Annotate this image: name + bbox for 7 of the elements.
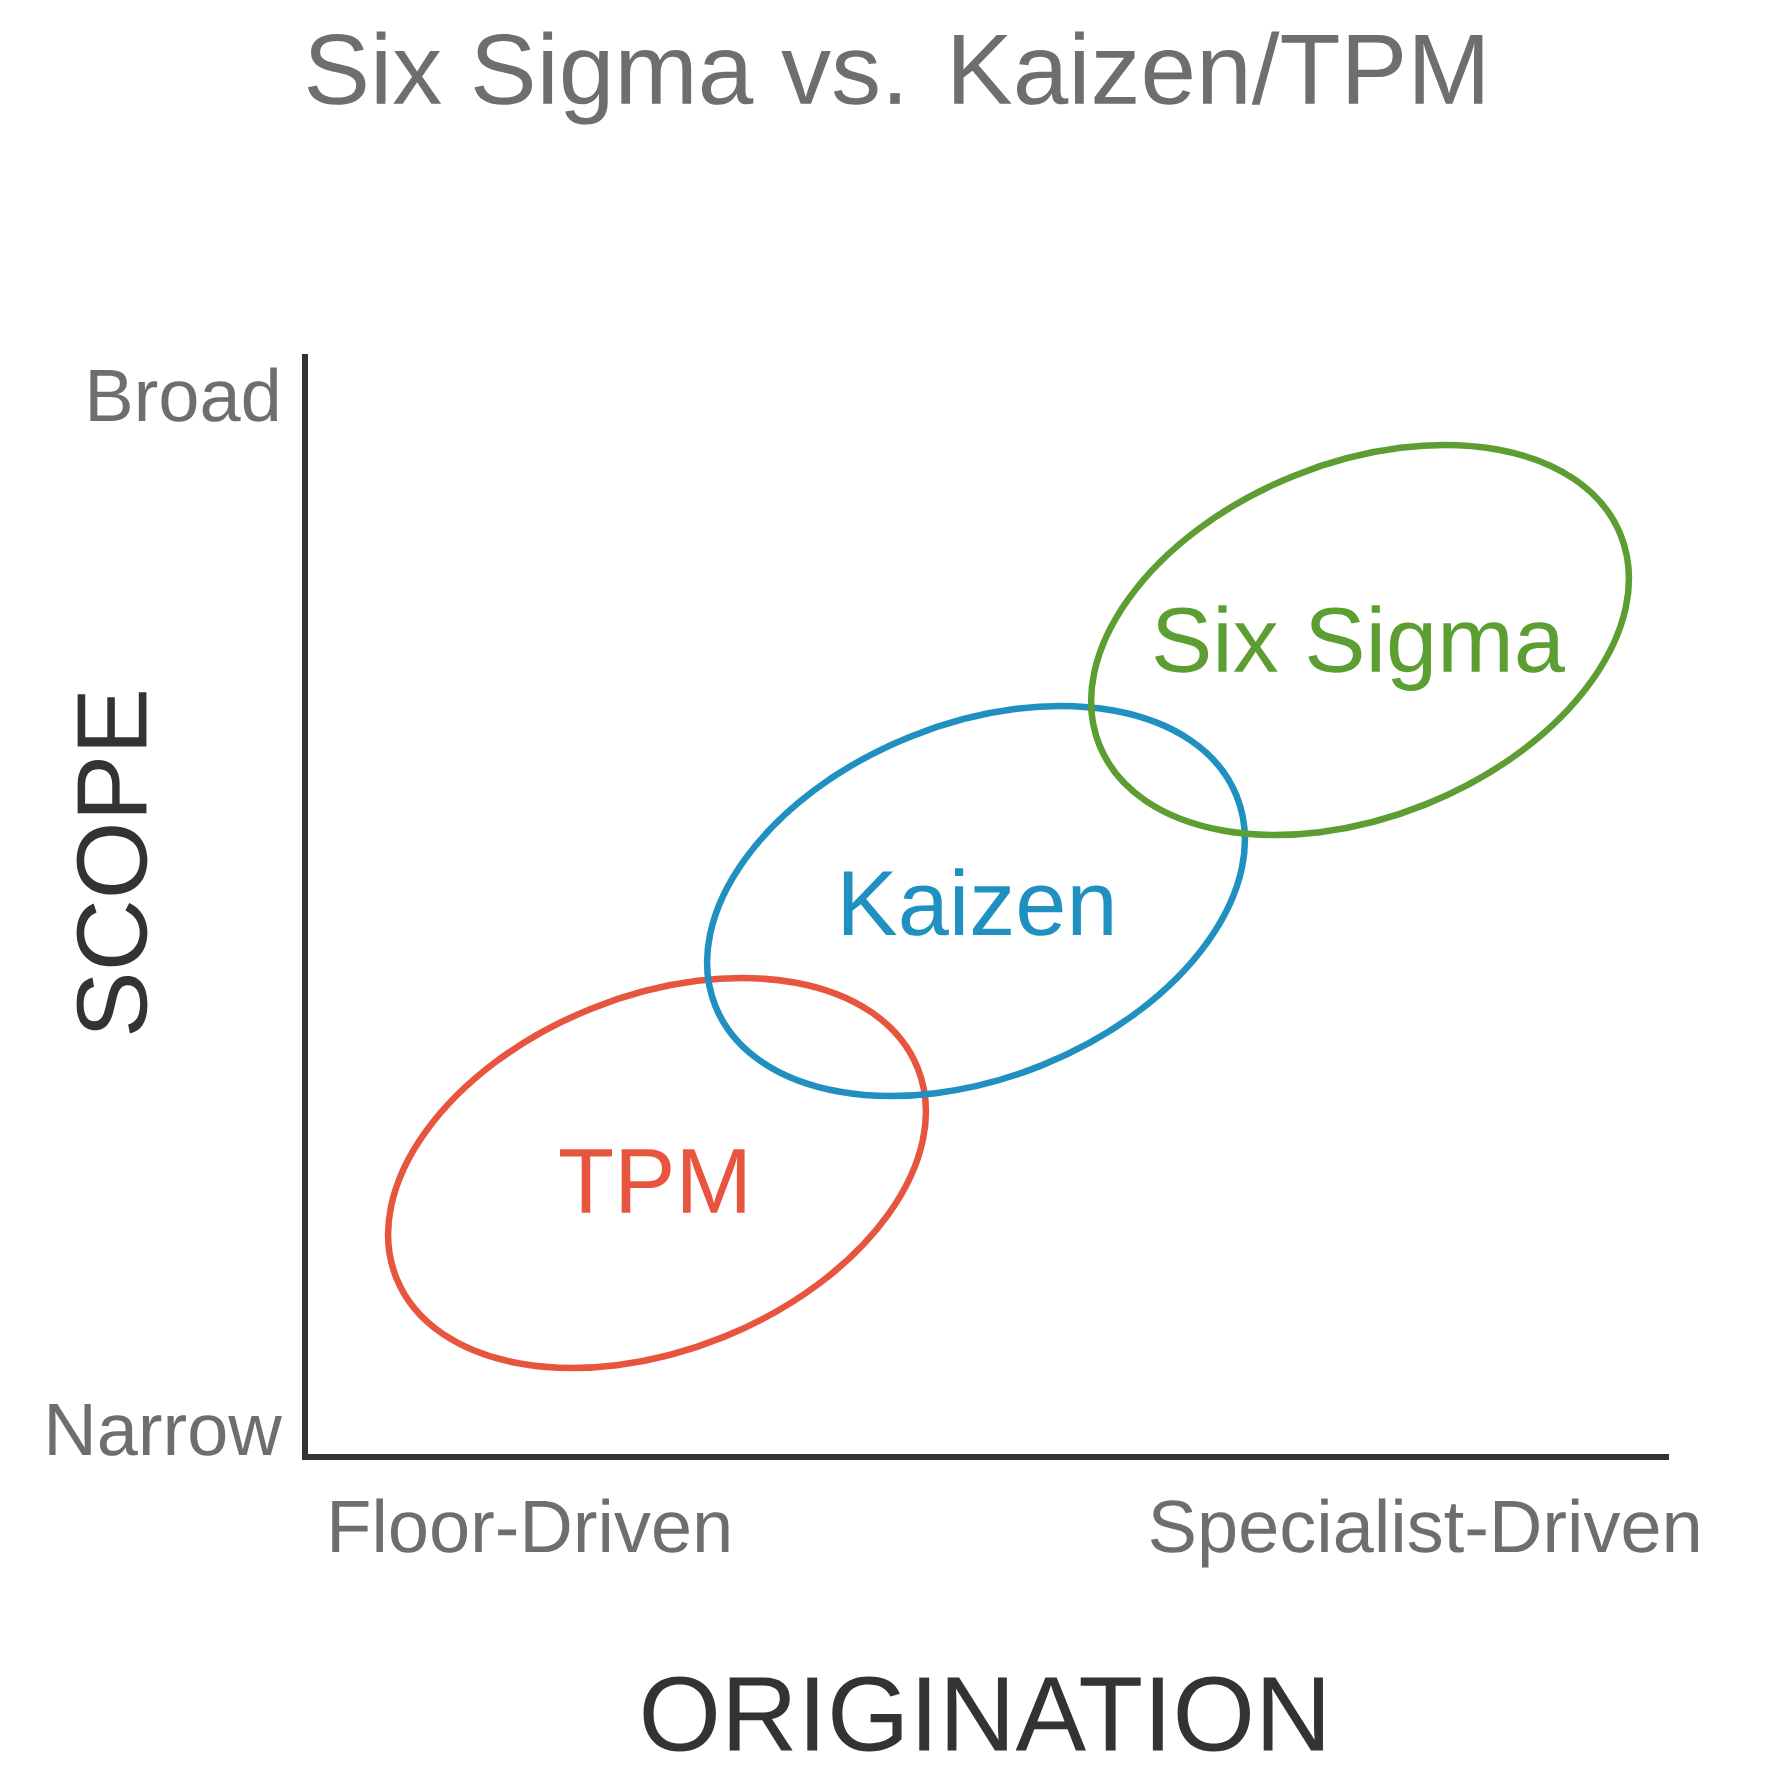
axis-title: SCOPE: [76, 692, 148, 1034]
chart-title: Six Sigma vs. Kaizen/TPM: [307, 31, 1483, 125]
axis-end-label: Specialist-Driven: [1151, 1498, 1698, 1568]
axis-end-label: Floor-Driven: [332, 1498, 729, 1553]
axis-title: ORIGINATION: [643, 1676, 1323, 1752]
axis-end-label: Broad: [90, 367, 277, 422]
axis-end-label: Narrow: [49, 1404, 282, 1456]
